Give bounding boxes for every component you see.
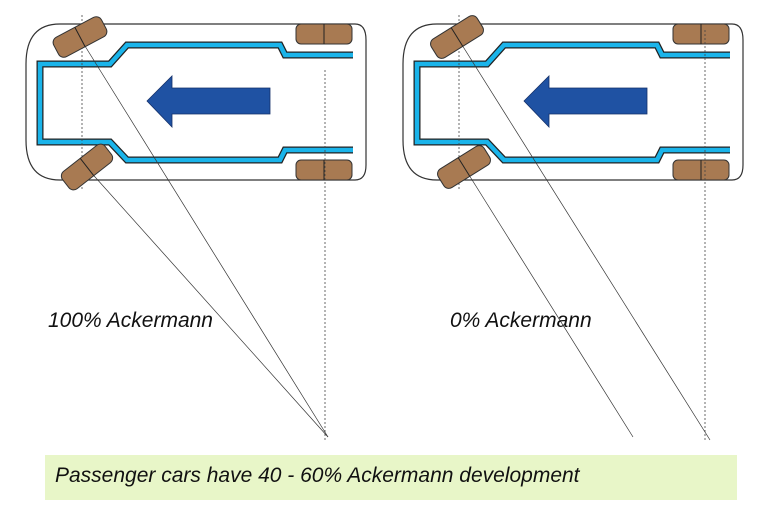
summary-note-text: Passenger cars have 40 - 60% Ackermann d… [55, 464, 580, 487]
steering-line-outer [456, 36, 711, 441]
label-0-ackermann: 0% Ackermann [450, 309, 592, 332]
steering-line-outer [79, 37, 329, 438]
steering-line-inner [463, 166, 634, 438]
front-wheel-top [52, 16, 108, 58]
front-wheel-bottom [60, 143, 114, 191]
front-wheel-top [430, 15, 484, 59]
steering-line-inner [86, 167, 329, 438]
front-wheel-bottom [437, 145, 491, 189]
summary-note-box: Passenger cars have 40 - 60% Ackermann d… [45, 455, 737, 500]
car-0-ackermann [403, 13, 743, 441]
label-100-ackermann: 100% Ackermann [48, 309, 213, 332]
car-100-ackermann [26, 15, 366, 440]
